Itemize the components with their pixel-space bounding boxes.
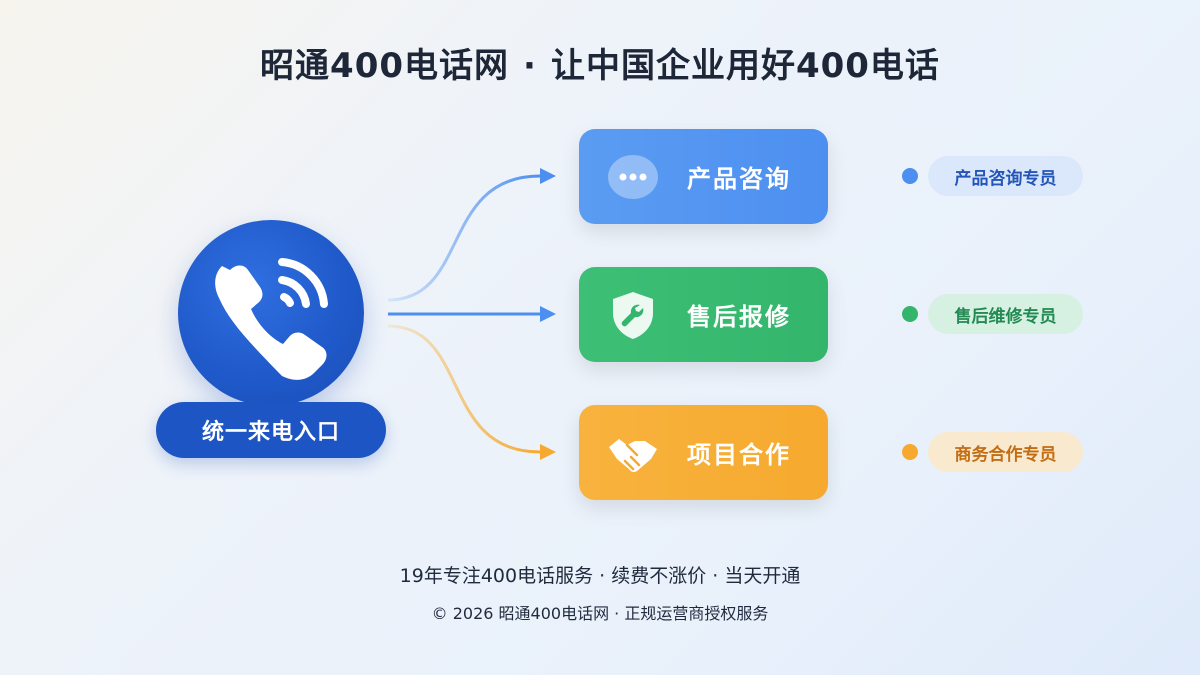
page-title: 昭通400电话网 · 让中国企业用好400电话 [0,38,1200,87]
slogan: 让中国企业用好400电话 [550,46,940,86]
entry-circle [178,220,364,406]
node-aftersales-agent [902,306,918,322]
branch-card-aftersales: 售后报修 [579,267,828,362]
agent-pill-project: 商务合作专员 [928,432,1083,472]
connector-project [387,324,541,454]
branch-label: 售后报修 [687,303,791,331]
phone-ringing-icon [215,258,328,380]
node-project-agent [902,444,918,460]
branch-card-project: 项目合作 [579,405,828,500]
connector-product [387,174,541,302]
handshake-icon [609,439,657,473]
entry-label: 统一来电入口 [156,402,386,458]
agent-pill-product: 产品咨询专员 [928,156,1083,196]
copyright-line: © 2026 昭通400电话网 · 正规运营商授权服务 [431,604,769,623]
shield-wrench-icon [613,292,653,339]
arrow-aftersales [540,306,556,322]
brand-name: 昭通400电话网 [260,46,510,86]
branch-card-product: 产品咨询 [579,129,828,224]
feature-line: 19年专注400电话服务 · 续费不涨价 · 当天开通 [399,565,801,587]
arrow-product [540,168,556,184]
agent-pill-aftersales: 售后维修专员 [928,294,1083,334]
title-separator: · [523,46,537,86]
node-product-agent [902,168,918,184]
branch-label: 产品咨询 [687,165,791,193]
branch-label: 项目合作 [687,441,791,469]
arrow-project [540,444,556,460]
chat-bubble-icon [608,155,658,199]
